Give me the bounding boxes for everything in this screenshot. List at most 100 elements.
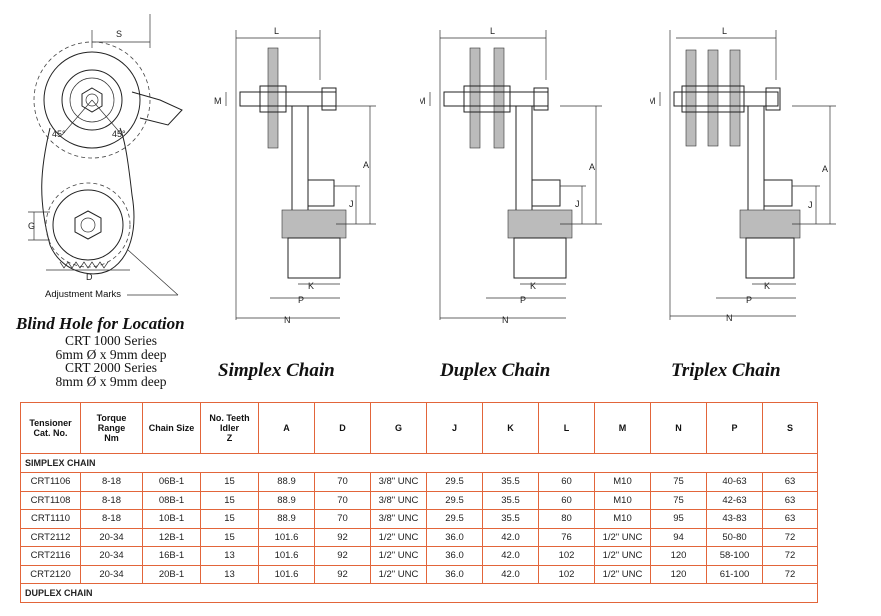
blind-hole-title: Blind Hole for Location — [16, 314, 185, 333]
table-cell: 92 — [314, 527, 371, 547]
table-cell: 120 — [650, 564, 707, 584]
duplex-caption: Duplex Chain — [440, 360, 551, 381]
blind-hole-line-1: CRT 1000 Series — [65, 333, 157, 348]
table-cell: 102 — [538, 546, 595, 566]
triplex-dim-j: J — [808, 200, 813, 210]
duplex-dim-j: J — [575, 199, 580, 209]
table-cell: 06B-1 — [142, 472, 201, 492]
table-cell: 35.5 — [482, 490, 539, 510]
column-header: A — [258, 402, 315, 454]
table-cell: 50-80 — [706, 527, 763, 547]
table-cell: 3/8" UNC — [370, 490, 427, 510]
table-cell: 102 — [538, 564, 595, 584]
table-cell: 43-83 — [706, 509, 763, 529]
table-cell: CRT2116 — [20, 546, 81, 566]
table-cell: 70 — [314, 490, 371, 510]
duplex-chain-diagram: L M A J K P N — [420, 26, 602, 325]
table-cell: 42.0 — [482, 564, 539, 584]
duplex-dim-a: A — [589, 162, 595, 172]
table-cell: 3/8" UNC — [370, 472, 427, 492]
dim-s-label: S — [116, 29, 122, 39]
table-cell: 88.9 — [258, 490, 315, 510]
simplex-caption: Simplex Chain — [218, 360, 335, 381]
column-header: G — [370, 402, 427, 454]
column-header: S — [762, 402, 818, 454]
table-cell: 10B-1 — [142, 509, 201, 529]
table-cell: CRT1106 — [20, 472, 81, 492]
table-cell: 63 — [762, 490, 818, 510]
duplex-dim-m: M — [420, 96, 426, 106]
table-cell: 36.0 — [426, 527, 483, 547]
blind-hole-line-2: 6mm Ø x 9mm deep — [55, 347, 167, 362]
table-cell: 8-18 — [80, 509, 143, 529]
table-cell: 75 — [650, 472, 707, 492]
blind-hole-line-3: CRT 2000 Series — [65, 360, 157, 375]
table-cell: 16B-1 — [142, 546, 201, 566]
column-header: N — [650, 402, 707, 454]
dim-g-label: G — [28, 221, 35, 231]
simplex-dim-j: J — [349, 199, 354, 209]
simplex-dim-p: P — [298, 295, 304, 305]
table-cell: 94 — [650, 527, 707, 547]
table-cell: 88.9 — [258, 472, 315, 492]
table-cell: 63 — [762, 472, 818, 492]
column-header: M — [594, 402, 651, 454]
table-cell: 29.5 — [426, 490, 483, 510]
table-cell: M10 — [594, 490, 651, 510]
triplex-dim-p: P — [746, 295, 752, 305]
column-header: L — [538, 402, 595, 454]
table-cell: 60 — [538, 490, 595, 510]
table-cell: 101.6 — [258, 564, 315, 584]
table-cell: 20-34 — [80, 564, 143, 584]
table-cell: 1/2" UNC — [594, 564, 651, 584]
table-cell: 58-100 — [706, 546, 763, 566]
simplex-dim-m: M — [214, 96, 222, 106]
table-cell: 15 — [200, 509, 259, 529]
table-cell: 1/2" UNC — [594, 527, 651, 547]
duplex-dim-p: P — [520, 295, 526, 305]
table-cell: CRT2112 — [20, 527, 81, 547]
table-cell: 42.0 — [482, 527, 539, 547]
table-cell: 80 — [538, 509, 595, 529]
triplex-dim-a: A — [822, 164, 828, 174]
section-title: SIMPLEX CHAIN — [20, 453, 818, 473]
table-cell: 1/2" UNC — [370, 564, 427, 584]
table-cell: 35.5 — [482, 472, 539, 492]
simplex-dim-l: L — [274, 26, 279, 36]
triplex-dim-n: N — [726, 313, 733, 323]
table-cell: 1/2" UNC — [370, 527, 427, 547]
table-cell: 12B-1 — [142, 527, 201, 547]
table-cell: 13 — [200, 546, 259, 566]
table-cell: M10 — [594, 472, 651, 492]
section-row: SIMPLEX CHAIN — [20, 453, 818, 473]
duplex-dim-k: K — [530, 281, 536, 291]
table-cell: 15 — [200, 527, 259, 547]
dim-d-label: D — [86, 272, 93, 282]
table-cell: 40-63 — [706, 472, 763, 492]
table-cell: 20-34 — [80, 546, 143, 566]
section-title: DUPLEX CHAIN — [20, 583, 818, 603]
table-cell: M10 — [594, 509, 651, 529]
table-cell: CRT1108 — [20, 490, 81, 510]
table-cell: 101.6 — [258, 546, 315, 566]
column-header: D — [314, 402, 371, 454]
table-cell: 36.0 — [426, 564, 483, 584]
table-cell: 29.5 — [426, 472, 483, 492]
table-cell: 101.6 — [258, 527, 315, 547]
dim-45a: 45° — [52, 129, 66, 139]
table-cell: 76 — [538, 527, 595, 547]
duplex-dim-n: N — [502, 315, 509, 325]
table-cell: 36.0 — [426, 546, 483, 566]
table-cell: 29.5 — [426, 509, 483, 529]
dim-45b: 45° — [112, 129, 126, 139]
table-cell: 42.0 — [482, 546, 539, 566]
